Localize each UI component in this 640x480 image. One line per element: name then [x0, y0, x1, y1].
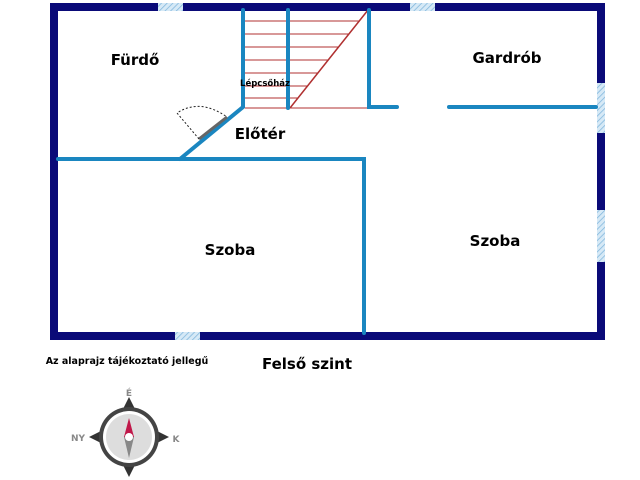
inner-walls — [56, 8, 598, 335]
window — [410, 3, 435, 11]
room-label-gardrob: Gardrób — [472, 49, 541, 67]
window — [158, 3, 183, 11]
window — [597, 210, 605, 262]
compass-label-west: NY — [71, 434, 86, 444]
compass-south-point — [123, 465, 135, 477]
staircase — [245, 9, 369, 109]
compass-needle-south — [124, 437, 134, 458]
compass-north-point — [123, 397, 135, 409]
level-title: Felső szint — [262, 355, 352, 373]
door — [176, 106, 228, 141]
compass-label-north: É — [126, 387, 132, 399]
room-label-szoba-left: Szoba — [205, 241, 256, 259]
compass-needle-north — [124, 418, 134, 437]
room-label-eloter: Előtér — [235, 125, 286, 143]
compass-label-east: K — [173, 435, 181, 445]
disclaimer: Az alaprajz tájékoztató jellegű — [46, 356, 209, 367]
room-label-lepcsohaz: Lépcsőház — [240, 78, 290, 89]
room-label-szoba-right: Szoba — [470, 232, 521, 250]
compass-east-point — [157, 431, 169, 443]
outer-wall — [50, 3, 605, 340]
window — [597, 83, 605, 133]
compass-west-point — [89, 431, 101, 443]
window — [175, 332, 200, 340]
room-label-furdo: Fürdő — [111, 51, 160, 69]
compass: É NY K — [71, 387, 181, 477]
